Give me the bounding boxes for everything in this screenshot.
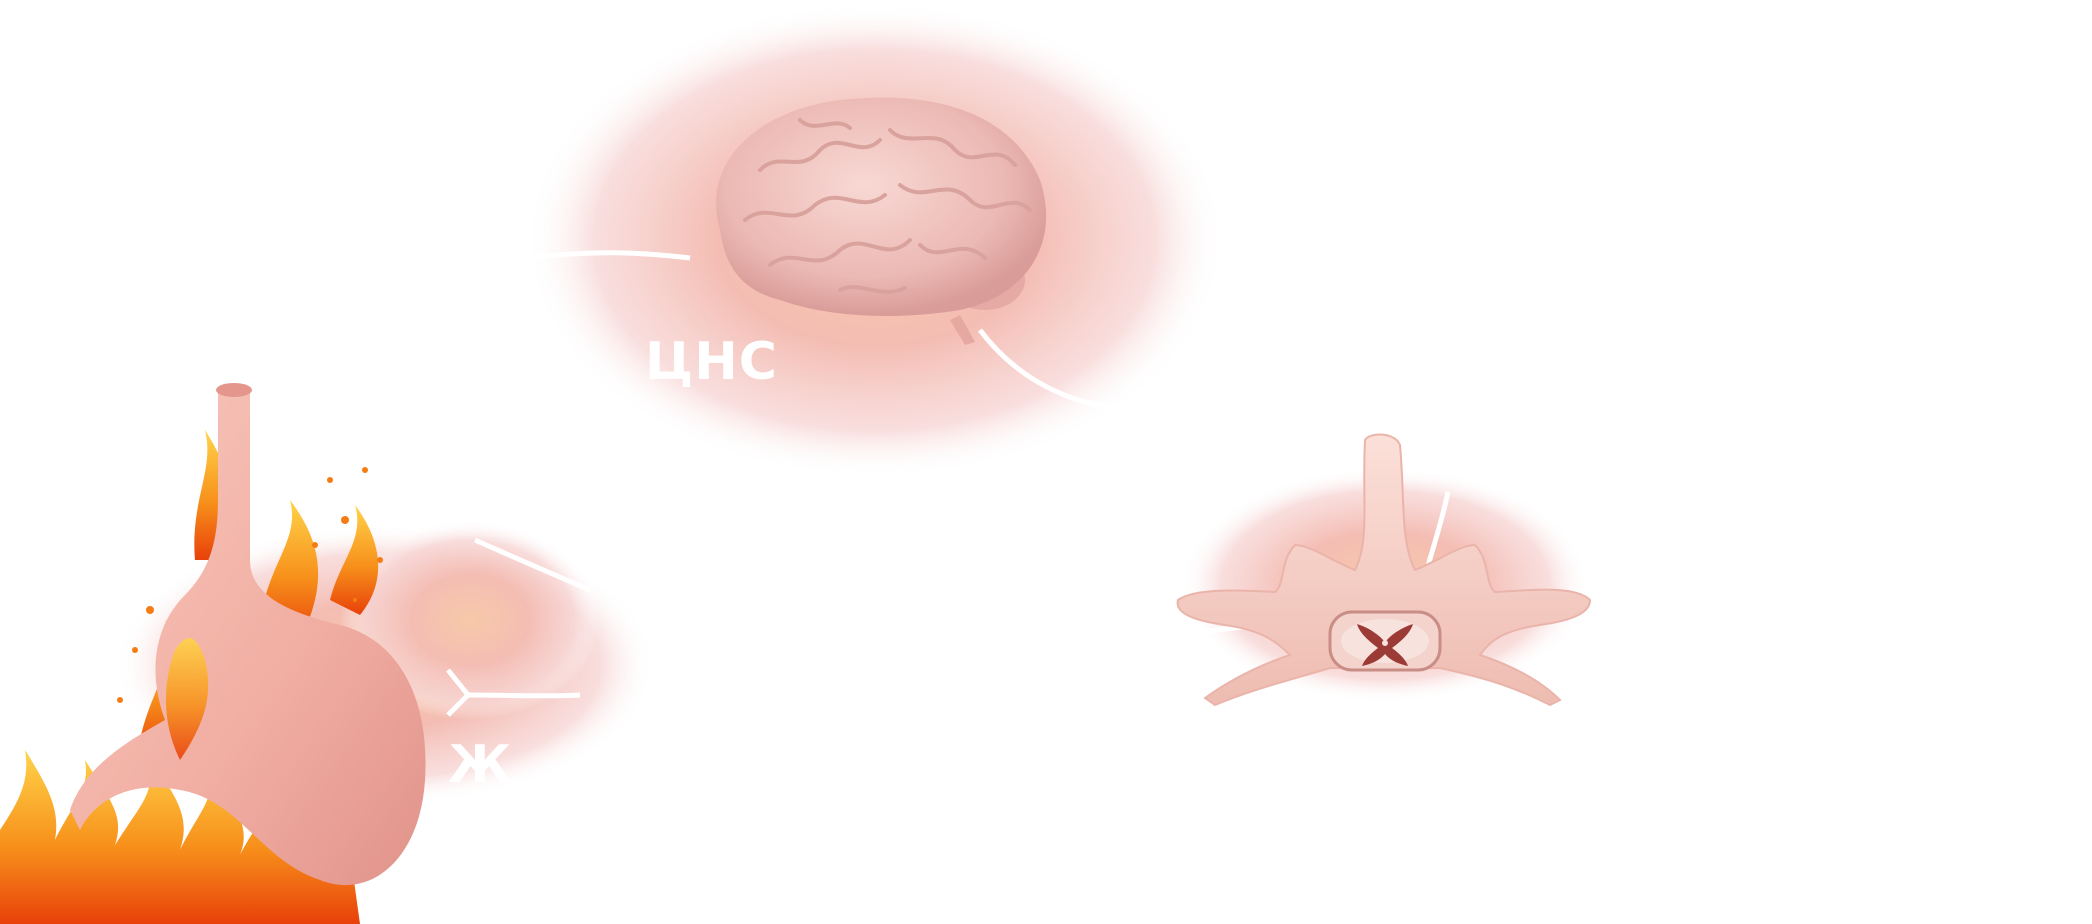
cns-label: ЦНС	[645, 332, 778, 392]
cns-connector-line-right	[978, 328, 1126, 411]
stomach-connector-line-bottom	[467, 692, 581, 699]
stomach-group	[0, 383, 655, 924]
stomach-connector-line-top	[473, 537, 591, 593]
spinal-cord-icon	[1328, 610, 1442, 672]
spine-label: Спинной	[1278, 693, 1530, 751]
brain-icon	[716, 97, 1047, 345]
stomach-halo-right	[340, 520, 600, 720]
cns-group	[525, 2, 1225, 478]
stomach-icon	[70, 383, 426, 886]
stomach-label: Ж	[448, 735, 513, 795]
spine-group	[1176, 433, 1592, 707]
vertebra-icon	[1176, 433, 1592, 707]
cns-connector-line-left	[529, 250, 691, 261]
stomach-connector-fork	[446, 668, 472, 717]
